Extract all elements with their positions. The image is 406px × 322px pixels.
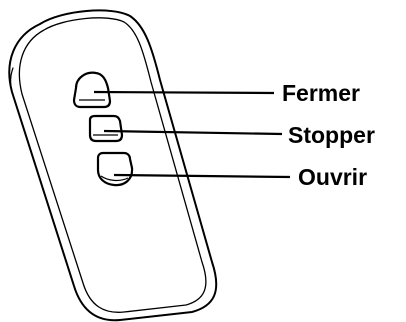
label-open: Ouvrir — [298, 164, 367, 190]
open-leader-line — [113, 173, 291, 179]
leader-lines — [93, 90, 291, 179]
label-stop: Stopper — [288, 122, 375, 148]
label-close: Fermer — [282, 80, 360, 106]
close-button — [72, 71, 112, 109]
close-leader-line — [93, 90, 275, 95]
remote-buttons — [72, 71, 134, 187]
stop-leader-line — [103, 129, 283, 136]
stop-button — [88, 114, 124, 143]
remote-side-edge — [10, 67, 14, 93]
remote-inner-outline — [18, 17, 207, 313]
remote-control-body — [8, 9, 218, 322]
open-button — [96, 151, 134, 187]
open-button-shade — [100, 175, 129, 182]
